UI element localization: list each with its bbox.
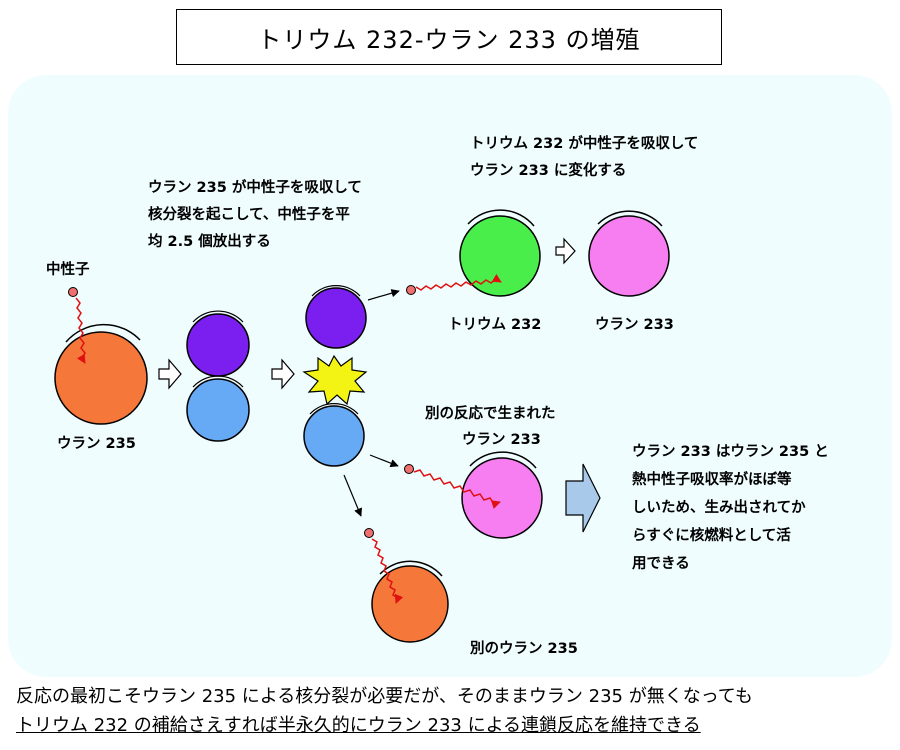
step-arrow-3 xyxy=(555,237,576,265)
uranium233-label: ウラン 233 xyxy=(595,317,674,333)
note-line-3: しいため、生み出されてか xyxy=(632,500,806,516)
neutron-label: 中性子 xyxy=(46,262,90,278)
note-line-4: らすぐに核燃料として活 xyxy=(632,528,791,544)
footer-line-1: 反応の最初こそウラン 235 による核分裂が必要だが、そのままウラン 235 が… xyxy=(16,686,753,707)
note-line-1: ウラン 233 はウラン 235 と xyxy=(632,444,829,460)
thorium232-nucleus xyxy=(459,209,541,297)
fission-fragment-purple xyxy=(305,285,367,349)
other-uranium233-nucleus xyxy=(461,451,543,539)
incoming-neutron xyxy=(68,287,86,364)
note-line-5: 用できる xyxy=(632,556,690,572)
other-uranium235-nucleus xyxy=(371,560,449,643)
neutron-arrow-1 xyxy=(367,289,400,301)
fission-caption-line-3: 均 2.5 個放出する xyxy=(148,234,271,250)
diagram-panel xyxy=(8,75,892,677)
explosion-burst xyxy=(302,354,368,406)
other-reaction-line-2: ウラン 233 xyxy=(462,432,541,448)
fission-caption-line-1: ウラン 235 が中性子を吸収して xyxy=(148,180,362,196)
fission-caption-line-2: 核分裂を起こして、中性子を平 xyxy=(148,207,350,223)
note-line-2: 熱中性子吸収率がほぼ等 xyxy=(632,472,792,488)
absorb-caption-line-2: ウラン 233 に変化する xyxy=(470,163,627,179)
other-reaction-line-1: 別の反応で生まれた xyxy=(425,406,556,422)
step-arrow-2 xyxy=(271,358,295,390)
absorb-caption-line-1: トリウム 232 が中性子を吸収して xyxy=(470,136,699,152)
deforming-nucleus xyxy=(186,310,250,442)
uranium235-nucleus xyxy=(54,323,148,425)
uranium235-label: ウラン 235 xyxy=(57,436,136,452)
uranium233-nucleus xyxy=(588,210,670,297)
big-arrow xyxy=(565,463,601,533)
title-box: トリウム 232-ウラン 233 の増殖 xyxy=(176,9,722,65)
other-uranium235-label: 別のウラン 235 xyxy=(470,641,578,657)
footer-line-2: トリウム 232 の補給さえすれば半永久的にウラン 233 による連鎖反応を維持… xyxy=(16,715,701,736)
page-title: トリウム 232-ウラン 233 の増殖 xyxy=(257,25,641,54)
fission-fragment-blue xyxy=(303,403,365,467)
step-arrow-1 xyxy=(158,358,182,390)
neutron-to-thorium xyxy=(406,273,502,295)
neutron-arrow-2 xyxy=(369,454,399,468)
neutron-to-uranium233 xyxy=(404,464,501,509)
neutron-arrow-3 xyxy=(343,474,362,517)
thorium232-label: トリウム 232 xyxy=(448,317,542,333)
neutron-to-other-uranium235 xyxy=(364,528,404,604)
